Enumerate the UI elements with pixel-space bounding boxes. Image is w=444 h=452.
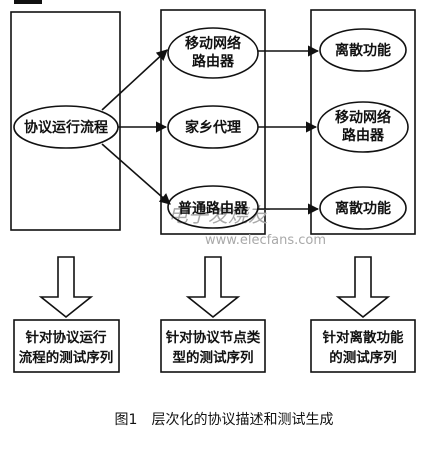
- down-arrow-left: [38, 256, 94, 319]
- right-node-3: [319, 186, 407, 230]
- middle-node-3: [167, 185, 259, 229]
- top-edge-bar: [14, 0, 42, 4]
- down-arrow-middle: [185, 256, 241, 319]
- output-right-line-2: 的测试序列: [329, 349, 397, 366]
- middle-node-1: [167, 27, 259, 79]
- column-left: [10, 11, 121, 231]
- arrow-flow-to-mobile-router: [101, 49, 168, 111]
- output-left-line-2: 流程的测试序列: [19, 349, 114, 366]
- right-node-1-label: 离散功能: [335, 42, 391, 59]
- right-node-2-line-2: 路由器: [342, 127, 385, 144]
- right-node-1: [319, 28, 407, 72]
- middle-node-3-label: 普通路由器: [178, 200, 249, 217]
- middle-node-1-line-1: 移动网络: [185, 35, 241, 52]
- right-node-2: [317, 101, 409, 153]
- output-box-left: [13, 319, 120, 373]
- output-middle-line-2: 型的测试序列: [173, 349, 254, 366]
- output-box-middle: [160, 319, 266, 373]
- output-middle-line-1: 针对协议节点类: [165, 329, 261, 346]
- middle-node-1-line-2: 路由器: [192, 53, 235, 70]
- right-node-2-line-1: 移动网络: [335, 109, 391, 126]
- output-right-line-1: 针对离散功能: [322, 329, 404, 346]
- output-left-line-1: 针对协议运行: [25, 329, 107, 346]
- middle-node-2-label: 家乡代理: [185, 119, 241, 136]
- down-arrow-right: [335, 256, 391, 319]
- figure-caption: 图1 层次化的协议描述和测试生成: [115, 412, 334, 428]
- protocol-flow-label: 协议运行流程: [24, 119, 108, 136]
- watermark-url: www.elecfans.com: [205, 233, 326, 248]
- output-box-right: [310, 319, 416, 373]
- arrow-flow-to-router: [101, 143, 171, 205]
- right-node-3-label: 离散功能: [335, 200, 391, 217]
